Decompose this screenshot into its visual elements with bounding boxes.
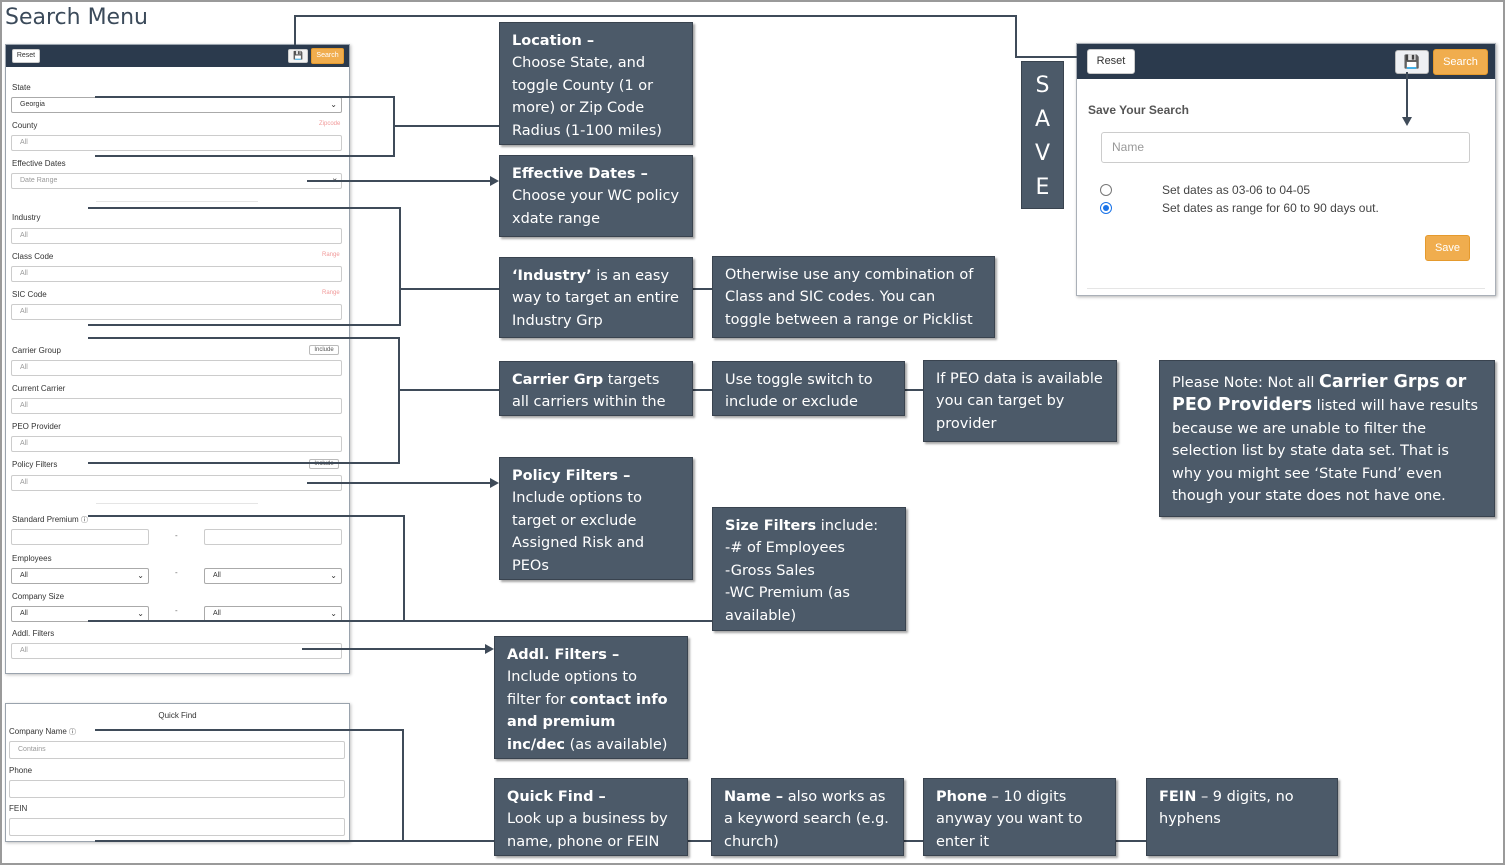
fein-callout: FEIN – 9 digits, no hyphens	[1146, 778, 1338, 856]
policy-filters-label: Policy Filters	[12, 460, 58, 469]
premium-min-input[interactable]	[11, 529, 149, 545]
industry-label: Industry	[12, 213, 41, 222]
chevron-down-icon: ⌄	[137, 571, 144, 580]
phone-input[interactable]	[9, 780, 345, 798]
effective-dates-label: Effective Dates	[12, 159, 66, 168]
addl-filters-label: Addl. Filters	[12, 629, 55, 638]
search-panel-header: Reset 💾 Search	[6, 45, 349, 67]
divider	[96, 503, 258, 504]
chevron-down-icon: ⌄	[137, 609, 144, 618]
range-dash: -	[175, 606, 178, 615]
industry-callout: ‘Industry’ is an easy way to target an e…	[499, 257, 693, 338]
question-circle-icon: ⓘ	[80, 517, 88, 524]
employees-min-select[interactable]: All⌄	[11, 568, 149, 584]
toggle-switch-callout: Use toggle switch to include or exclude	[712, 361, 905, 416]
reset-button[interactable]: Reset	[1087, 49, 1135, 74]
save-button[interactable]: Save	[1425, 235, 1470, 261]
save-search-panel: Reset 💾 Search Save Your Search Name Set…	[1076, 43, 1496, 296]
employees-max-select[interactable]: All⌄	[204, 568, 342, 584]
divider	[1087, 288, 1485, 289]
quick-find-title: Quick Find	[158, 711, 197, 720]
range-dash: -	[175, 531, 178, 540]
question-circle-icon: ⓘ	[69, 729, 77, 736]
note-callout: Please Note: Not all Carrier Grps or PEO…	[1159, 360, 1495, 517]
peo-provider-input[interactable]: All	[11, 436, 342, 452]
state-select[interactable]: Georgia⌄	[11, 97, 342, 113]
zipcode-toggle[interactable]: Zipcode	[319, 121, 341, 127]
save-your-search-heading: Save Your Search	[1088, 103, 1189, 117]
addl-filters-input[interactable]: All	[11, 643, 342, 659]
carrier-include-toggle[interactable]: Include	[309, 345, 339, 355]
range-dash: -	[175, 568, 178, 577]
save-search-button[interactable]: 💾	[1395, 50, 1429, 74]
search-panel: Reset 💾 Search State Georgia⌄ County Zip…	[5, 44, 350, 674]
industry-input[interactable]: All	[11, 228, 342, 244]
search-button[interactable]: Search	[1433, 49, 1488, 75]
phone-callout: Phone – 10 digits anyway you want to ent…	[923, 778, 1116, 856]
quick-find-panel: Quick Find Company Name ⓘ Contains Phone…	[5, 703, 350, 842]
effective-dates-callout: Effective Dates –Choose your WC policy x…	[499, 155, 693, 237]
carrier-group-input[interactable]: All	[11, 360, 342, 376]
class-range-toggle[interactable]: Range	[322, 252, 340, 258]
chevron-down-icon: ⌄	[330, 609, 337, 618]
fein-input[interactable]	[9, 818, 345, 836]
employees-label: Employees	[12, 554, 52, 563]
chevron-down-icon: ⌄	[330, 571, 337, 580]
company-name-input[interactable]: Contains	[9, 741, 345, 759]
class-code-input[interactable]: All	[11, 266, 342, 282]
fein-label: FEIN	[9, 804, 28, 813]
name-callout: Name – also works as a keyword search (e…	[711, 778, 904, 856]
search-button[interactable]: Search	[311, 48, 344, 64]
sic-code-input[interactable]: All	[11, 304, 342, 320]
addl-filters-callout: Addl. Filters –Include options to filter…	[494, 636, 688, 759]
carrier-group-label: Carrier Group	[12, 346, 61, 355]
size-filters-callout: Size Filters include: -# of Employees -G…	[712, 507, 906, 631]
standard-premium-label: Standard Premium ⓘ	[12, 515, 88, 524]
floppy-disk-icon: 💾	[1403, 54, 1421, 69]
sic-range-toggle[interactable]: Range	[322, 290, 340, 296]
save-search-button[interactable]: 💾	[288, 49, 308, 63]
date-option-label-2: Set dates as range for 60 to 90 days out…	[1162, 201, 1379, 215]
save-vertical-label: S A V E	[1021, 61, 1064, 209]
county-label: County	[12, 121, 38, 130]
current-carrier-label: Current Carrier	[12, 384, 66, 393]
save-panel-header: Reset 💾 Search	[1077, 44, 1495, 79]
page-title: Search Menu	[5, 5, 148, 30]
date-option-radio-1[interactable]	[1100, 184, 1112, 196]
sic-code-label: SIC Code	[12, 290, 47, 299]
quick-find-callout: Quick Find –Look up a business by name, …	[494, 778, 688, 856]
policy-include-toggle[interactable]: Include	[309, 459, 339, 469]
county-input[interactable]: All	[11, 135, 342, 151]
peo-provider-label: PEO Provider	[12, 422, 61, 431]
class-sic-callout: Otherwise use any combination of Class a…	[712, 256, 995, 338]
date-option-label-1: Set dates as 03-06 to 04-05	[1162, 183, 1311, 197]
policy-filters-input[interactable]: All	[11, 475, 342, 491]
company-size-min-select[interactable]: All⌄	[11, 606, 149, 622]
divider	[96, 201, 258, 202]
reset-button[interactable]: Reset	[12, 49, 40, 63]
date-range-input[interactable]: Date Range×	[11, 173, 342, 189]
chevron-down-icon: ⌄	[330, 100, 337, 109]
phone-label: Phone	[9, 766, 33, 775]
carrier-grp-callout: Carrier Grp targets all carriers within …	[499, 361, 693, 416]
state-label: State	[12, 83, 31, 92]
search-name-input[interactable]: Name	[1101, 132, 1470, 163]
company-name-label: Company Name ⓘ	[9, 727, 77, 736]
policy-filters-callout: Policy Filters –Include options to targe…	[499, 457, 693, 580]
date-option-radio-2[interactable]	[1100, 202, 1112, 214]
floppy-disk-icon: 💾	[293, 51, 303, 60]
location-callout: Location –Choose State, and toggle Count…	[499, 22, 693, 145]
current-carrier-input[interactable]: All	[11, 398, 342, 414]
premium-max-input[interactable]	[204, 529, 342, 545]
company-size-label: Company Size	[12, 592, 65, 601]
peo-callout: If PEO data is available you can target …	[923, 360, 1117, 442]
class-code-label: Class Code	[12, 252, 54, 261]
